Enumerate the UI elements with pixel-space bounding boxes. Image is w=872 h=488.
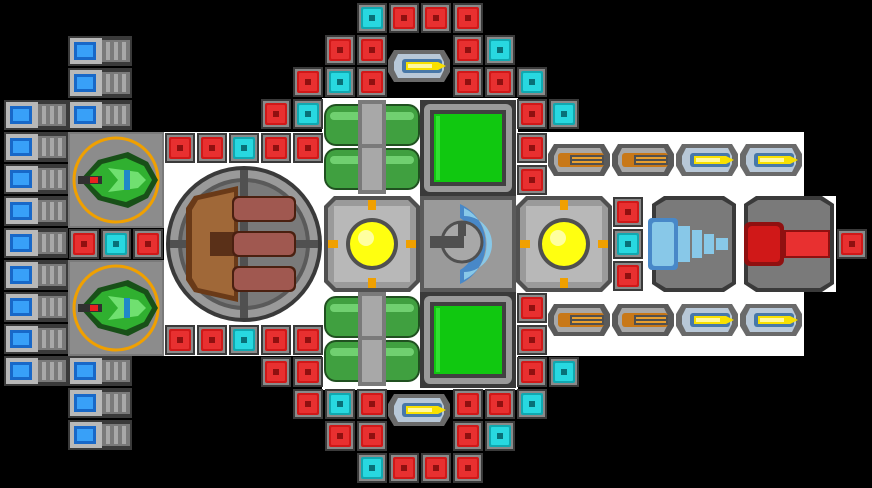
thruster-icon[interactable] [4, 196, 68, 226]
armor-cyan-icon[interactable] [229, 133, 259, 163]
armor-cyan-icon[interactable] [549, 99, 579, 129]
cannon-turret-icon[interactable] [548, 304, 610, 336]
thruster-icon[interactable] [4, 260, 68, 290]
armor-red-icon[interactable] [261, 99, 291, 129]
armor-red-icon[interactable] [197, 133, 227, 163]
laser-turret-icon[interactable] [740, 134, 802, 186]
armor-red-icon[interactable] [293, 133, 323, 163]
armor-red-icon[interactable] [613, 197, 643, 227]
armor-red-icon[interactable] [293, 357, 323, 387]
armor-red-icon[interactable] [517, 133, 547, 163]
armor-red-icon[interactable] [485, 67, 515, 97]
armor-red-icon[interactable] [357, 421, 387, 451]
laser-turret-icon[interactable] [388, 384, 450, 436]
armor-red-icon[interactable] [325, 35, 355, 65]
fuel-tank-icon[interactable] [324, 100, 420, 150]
armor-red-icon[interactable] [453, 453, 483, 483]
armor-cyan-icon[interactable] [229, 325, 259, 355]
armor-cyan-icon[interactable] [357, 3, 387, 33]
fuel-tank-icon[interactable] [324, 336, 420, 386]
armor-red-icon[interactable] [261, 357, 291, 387]
armor-cyan-icon[interactable] [549, 357, 579, 387]
thruster-icon[interactable] [68, 36, 132, 66]
armor-red-icon[interactable] [197, 325, 227, 355]
armor-red-icon[interactable] [613, 261, 643, 291]
power-cell-icon[interactable] [420, 292, 516, 388]
command-core-icon[interactable] [420, 196, 516, 292]
thruster-icon[interactable] [68, 356, 132, 386]
armor-red-icon[interactable] [293, 67, 323, 97]
thruster-icon[interactable] [4, 292, 68, 322]
armor-red-icon[interactable] [357, 67, 387, 97]
thruster-icon[interactable] [4, 164, 68, 194]
armor-red-icon[interactable] [357, 35, 387, 65]
fuel-tank-icon[interactable] [324, 292, 420, 342]
thruster-icon[interactable] [4, 324, 68, 354]
armor-red-icon[interactable] [453, 389, 483, 419]
armor-red-icon[interactable] [389, 453, 419, 483]
reactor-icon[interactable] [516, 196, 612, 292]
fuel-tank-icon[interactable] [324, 144, 420, 194]
armor-red-icon[interactable] [133, 229, 163, 259]
armor-cyan-icon[interactable] [325, 67, 355, 97]
laser-turret-icon[interactable] [388, 40, 450, 92]
drone-bay-icon[interactable] [66, 130, 166, 230]
armor-red-icon[interactable] [453, 3, 483, 33]
armor-red-icon[interactable] [261, 325, 291, 355]
armor-red-icon[interactable] [837, 229, 867, 259]
armor-cyan-icon[interactable] [101, 229, 131, 259]
armor-red-icon[interactable] [389, 3, 419, 33]
armor-red-icon[interactable] [517, 357, 547, 387]
armor-red-icon[interactable] [517, 293, 547, 323]
armor-red-icon[interactable] [453, 421, 483, 451]
armor-cyan-icon[interactable] [293, 99, 323, 129]
cannon-turret-icon[interactable] [612, 304, 674, 336]
armor-red-icon[interactable] [485, 389, 515, 419]
armor-cyan-icon[interactable] [613, 229, 643, 259]
thruster-icon[interactable] [4, 228, 68, 258]
thruster-icon[interactable] [68, 100, 132, 130]
armor-red-icon[interactable] [421, 453, 451, 483]
laser-turret-icon[interactable] [676, 134, 738, 186]
armor-cyan-icon[interactable] [485, 421, 515, 451]
armor-red-icon[interactable] [421, 3, 451, 33]
thruster-icon[interactable] [4, 132, 68, 162]
missile-launcher-icon[interactable] [166, 166, 322, 322]
armor-red-icon[interactable] [69, 229, 99, 259]
armor-red-icon[interactable] [325, 421, 355, 451]
cannon-turret-icon[interactable] [612, 144, 674, 176]
thruster-icon[interactable] [68, 420, 132, 450]
thruster-icon[interactable] [4, 100, 68, 130]
armor-red-icon[interactable] [293, 325, 323, 355]
drone-bay-icon[interactable] [66, 258, 166, 358]
armor-red-icon[interactable] [165, 325, 195, 355]
laser-turret-icon[interactable] [740, 294, 802, 346]
reactor-icon[interactable] [324, 196, 420, 292]
armor-red-icon[interactable] [453, 35, 483, 65]
armor-red-icon[interactable] [517, 165, 547, 195]
armor-red-icon[interactable] [517, 99, 547, 129]
armor-red-icon[interactable] [165, 133, 195, 163]
armor-cyan-icon[interactable] [517, 389, 547, 419]
armor-cyan-icon[interactable] [325, 389, 355, 419]
thruster-icon[interactable] [68, 68, 132, 98]
beam-cannon-icon[interactable] [744, 196, 834, 292]
ion-cannon-icon[interactable] [648, 196, 736, 292]
armor-red-icon[interactable] [261, 133, 291, 163]
armor-red-icon[interactable] [293, 389, 323, 419]
cannon-turret-icon[interactable] [548, 144, 610, 176]
laser-turret-icon[interactable] [676, 294, 738, 346]
thruster-icon[interactable] [4, 356, 68, 386]
armor-red-icon[interactable] [453, 67, 483, 97]
armor-cyan-icon[interactable] [485, 35, 515, 65]
armor-cyan-icon[interactable] [357, 453, 387, 483]
armor-red-icon[interactable] [517, 325, 547, 355]
armor-red-icon[interactable] [357, 389, 387, 419]
thruster-icon[interactable] [68, 388, 132, 418]
power-cell-icon[interactable] [420, 100, 516, 196]
armor-cyan-icon[interactable] [517, 67, 547, 97]
